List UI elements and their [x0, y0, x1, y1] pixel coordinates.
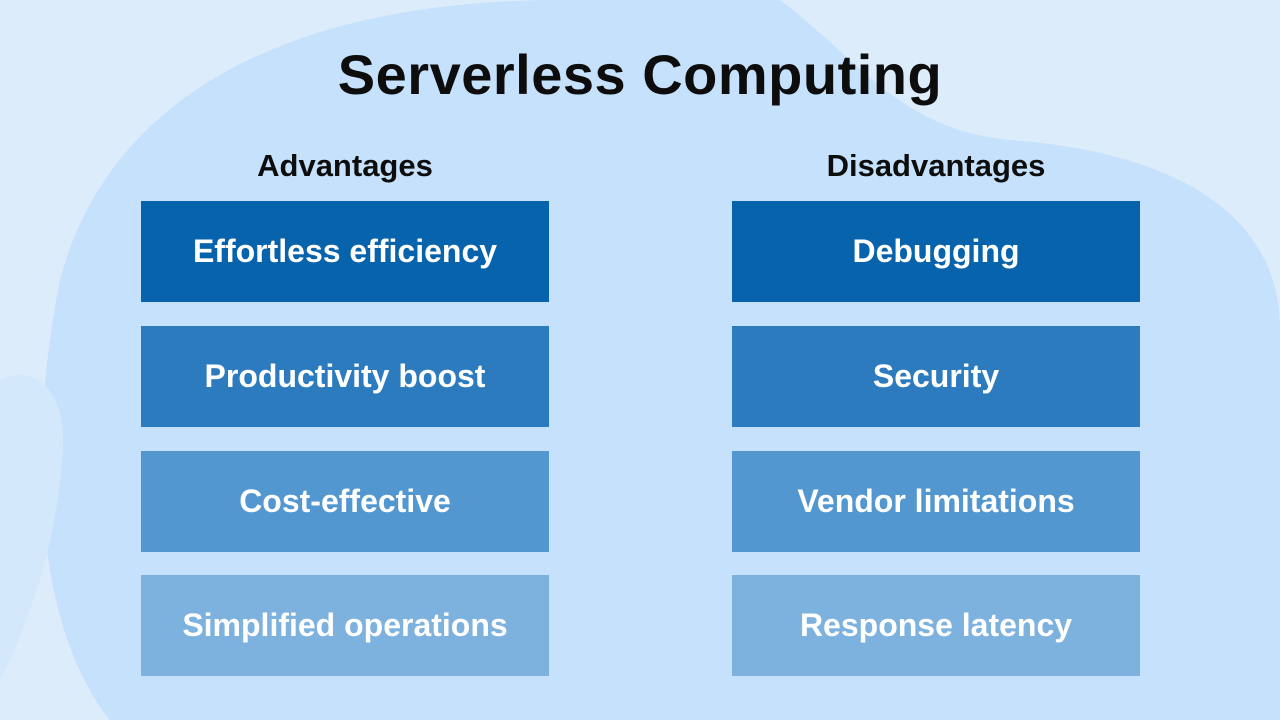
advantage-item-simplified-operations: Simplified operations: [141, 575, 549, 676]
disadvantage-item-security: Security: [732, 326, 1140, 427]
disadvantage-item-vendor-limitations: Vendor limitations: [732, 451, 1140, 552]
background-blob-left: [0, 374, 64, 680]
disadvantages-heading: Disadvantages: [826, 148, 1046, 183]
advantage-item-productivity-boost: Productivity boost: [141, 326, 549, 427]
advantage-item-cost-effective: Cost-effective: [141, 451, 549, 552]
page-title: Serverless Computing: [337, 43, 943, 106]
disadvantage-item-debugging: Debugging: [732, 201, 1140, 302]
advantages-heading: Advantages: [257, 148, 433, 183]
disadvantage-item-response-latency: Response latency: [732, 575, 1140, 676]
advantage-item-effortless-efficiency: Effortless efficiency: [141, 201, 549, 302]
